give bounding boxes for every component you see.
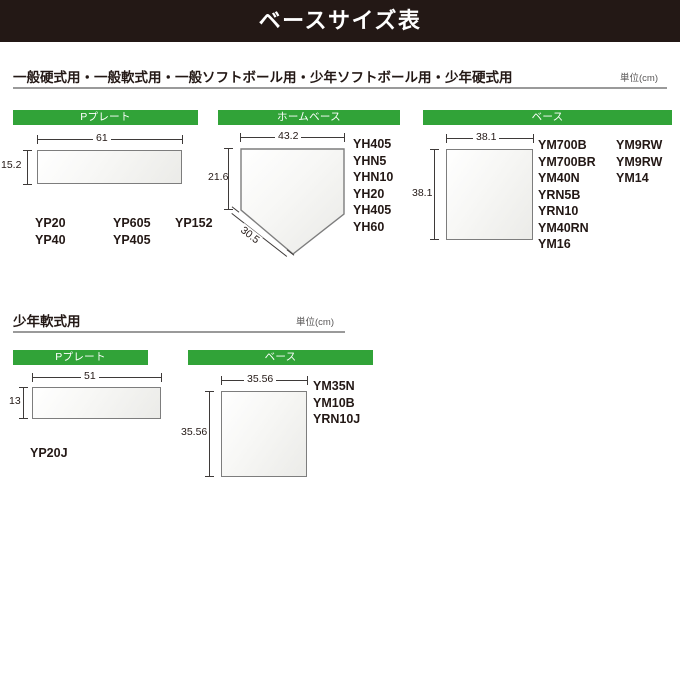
section-divider-youth [13,331,345,333]
dim-tick-bottom-home-base [224,209,233,210]
code-item: YM700B [538,138,587,152]
section-divider-general [13,87,667,89]
dim-label-width-base-j: 35.56 [244,373,277,385]
dim-tick-right-home-base [344,133,345,142]
code-row-p-plate-j: YP20J [30,445,68,462]
figure-base: 38.1 38.1 [412,125,672,260]
dim-tick-right-p-plate [182,135,183,144]
figure-home-base: 43.2 21.6 30.5 [208,125,400,260]
dim-label-height-p-plate: 15.2 [1,159,22,171]
code-item: YM9RW [616,154,663,169]
code-item: YRN10 [538,204,579,218]
card-title-base: ベース [531,111,564,123]
card-title-p-plate-j: Pプレート [55,351,106,363]
code-item: YHN5 [353,153,387,168]
code-item: YHN10 [353,170,394,184]
code-row-p-plate-2: YP40 YP405 [35,232,151,249]
code-column-home-base-1: YH405 YHN5 YHN10 YH20 YH405 YH60 [353,136,393,235]
shape-base-square [446,149,533,240]
page-title: ベースサイズ表 [258,8,422,33]
dim-line-height-home-base [228,148,229,210]
code-column-base-1: YM700B YM700BR YM40N YRN5B YRN10 YM40RN … [538,137,596,253]
dim-label-width-base: 38.1 [473,131,500,143]
dim-tick-left-base-j [221,376,222,385]
card-title-bar-p-plate-j: Pプレート [13,350,148,365]
dim-tick-bottom-base [430,239,439,240]
dim-label-height-home-base: 21.6 [208,171,229,183]
dim-line-height-p-plate [27,150,28,185]
dim-tick-top-base [430,149,439,150]
code-item: YP405 [113,233,151,247]
dim-label-height-p-plate-j: 13 [9,395,21,407]
code-item: YM40N [538,171,580,185]
dim-tick-left-p-plate [37,135,38,144]
dim-line-height-p-plate-j [23,387,24,419]
code-item: YP40 [35,233,66,247]
card-title-bar-base-j: ベース [188,350,373,365]
section-title-general: 一般硬式用・一般軟式用・一般ソフトボール用・少年ソフトボール用・少年硬式用 [13,70,513,85]
code-row-p-plate-1: YP20 YP605 YP152 [35,215,213,232]
code-item: YH20 [353,186,385,201]
section-title-youth: 少年軟式用 [13,314,81,329]
dim-line-height-base [434,149,435,240]
dim-tick-bottom-base-j [205,476,214,477]
code-item: YP20 [35,216,66,230]
unit-note-youth: 単位(cm) [296,317,334,328]
code-item: YH405 [353,203,392,217]
page-header: ベースサイズ表 [0,0,680,42]
figure-base-j: 35.56 35.56 [181,365,373,495]
card-title-home-base: ホームベース [277,111,341,123]
card-title-bar-home-base: ホームベース [218,110,400,125]
dim-label-width-home-base: 43.2 [275,130,302,142]
figure-p-plate: 61 15.2 [1,125,198,215]
code-item: YM16 [538,237,571,251]
dim-tick-left-home-base [240,133,241,142]
code-item: YM10B [313,395,355,410]
dim-tick-right-base [533,134,534,143]
card-title-base-j: ベース [264,351,297,363]
dim-tick-bottom-p-plate-j [19,418,28,419]
shape-p-plate-j-rect [32,387,161,419]
shape-p-plate-rect [37,150,182,184]
figure-p-plate-j: 51 13 [9,365,173,445]
code-item: YP152 [175,216,213,230]
dim-tick-right-base-j [307,376,308,385]
code-item: YRN10J [313,412,361,426]
dim-line-height-base-j [209,391,210,477]
dim-label-height-base: 38.1 [412,187,433,199]
code-item: YH405 [353,137,392,151]
code-item: YP605 [113,216,151,230]
code-item: YRN5B [538,187,581,202]
dim-label-width-p-plate: 61 [93,132,111,144]
code-item: YM40RN [538,220,589,235]
dim-label-width-p-plate-j: 51 [81,370,99,382]
code-item: YM9RW [616,138,663,152]
code-item: YM35N [313,379,355,393]
dim-tick-right-p-plate-j [161,373,162,382]
card-title-bar-p-plate: Pプレート [13,110,198,125]
code-item: YM700BR [538,154,596,169]
dim-tick-top-base-j [205,391,214,392]
code-item: YM14 [616,171,649,185]
shape-home-plate [240,148,348,256]
card-title-p-plate: Pプレート [80,111,131,123]
code-item: YH60 [353,219,385,234]
dim-label-height-base-j: 35.56 [181,426,208,438]
code-column-base-2: YM9RW YM9RW YM14 [616,137,662,187]
card-title-bar-base: ベース [423,110,672,125]
shape-base-j-square [221,391,307,477]
dim-tick-top-p-plate [23,150,32,151]
code-item: YP20J [30,446,68,460]
dim-tick-left-p-plate-j [32,373,33,382]
unit-note-general: 単位(cm) [620,73,658,84]
code-column-base-j-1: YM35N YM10B YRN10J [313,378,360,428]
dim-tick-left-base [446,134,447,143]
dim-tick-bottom-p-plate [23,184,32,185]
dim-tick-top-home-base [224,148,233,149]
dim-tick-top-p-plate-j [19,387,28,388]
